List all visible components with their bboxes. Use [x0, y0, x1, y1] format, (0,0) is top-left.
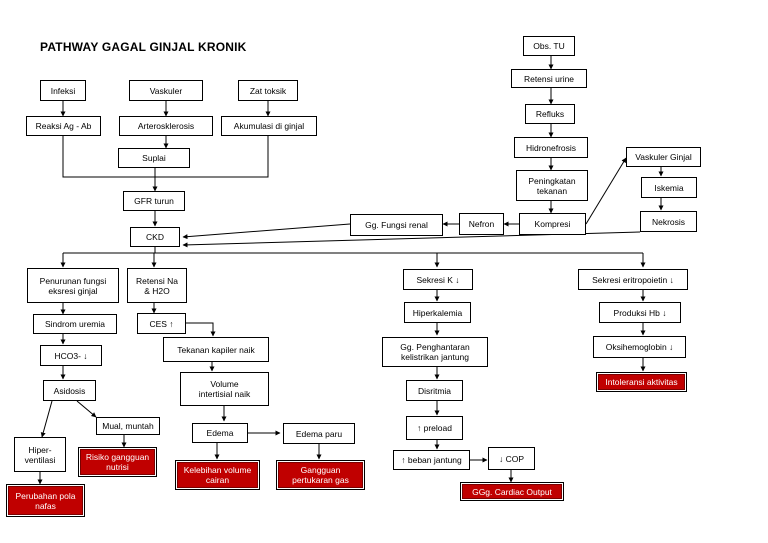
- node-ces: CES ↑: [137, 313, 186, 334]
- node-gg-penghantaran: Gg. Penghantaran kelistrikan jantung: [382, 337, 488, 367]
- node-vaskuler: Vaskuler: [129, 80, 203, 101]
- node-tekanan-kapiler: Tekanan kapiler naik: [163, 337, 269, 362]
- node-retensi-na: Retensi Na & H2O: [127, 268, 187, 303]
- node-asidosis: Asidosis: [43, 380, 96, 401]
- node-kompresi: Kompresi: [519, 213, 586, 235]
- node-perubahan-pola-nafas: Perubahan pola nafas: [8, 486, 83, 515]
- node-hco3: HCO3- ↓: [40, 345, 102, 366]
- node-gg-fungsi-renal: Gg. Fungsi renal: [350, 214, 443, 236]
- node-iskemia: Iskemia: [641, 177, 697, 198]
- node-suplai: Suplai: [118, 148, 190, 168]
- node-nekrosis: Nekrosis: [640, 211, 697, 232]
- node-volume-intertisial: Volume intertisial naik: [180, 372, 269, 406]
- node-refluks: Refluks: [525, 104, 575, 124]
- node-infeksi: Infeksi: [40, 80, 86, 101]
- node-beban-jantung: ↑ beban jantung: [393, 450, 470, 470]
- node-reaksi-ag-ab: Reaksi Ag - Ab: [26, 116, 101, 136]
- node-edema: Edema: [192, 423, 248, 443]
- node-sindrom-uremia: Sindrom uremia: [33, 314, 117, 334]
- node-arterosklerosis: Arterosklerosis: [119, 116, 213, 136]
- node-hidronefrosis: Hidronefrosis: [514, 137, 588, 158]
- node-risiko-nutrisi: Risiko gangguan nutrisi: [80, 449, 155, 475]
- node-intoleransi: Intoleransi aktivitas: [598, 374, 685, 390]
- node-mual-muntah: Mual, muntah: [96, 417, 160, 435]
- node-obs-tu: Obs. TU: [523, 36, 575, 56]
- node-akumulasi: Akumulasi di ginjal: [221, 116, 317, 136]
- node-hiperventilasi: Hiper- ventilasi: [14, 437, 66, 472]
- node-kelebihan-volume: Kelebihan volume cairan: [177, 462, 258, 488]
- diagram-title: PATHWAY GAGAL GINJAL KRONIK: [40, 40, 247, 54]
- node-sekresi-eritropoietin: Sekresi eritropoietin ↓: [578, 269, 688, 290]
- node-zat-toksik: Zat toksik: [238, 80, 298, 101]
- node-cardiac-output: GGg. Cardiac Output: [462, 484, 562, 499]
- node-retensi-urine: Retensi urine: [511, 69, 587, 88]
- node-edema-paru: Edema paru: [283, 423, 355, 444]
- node-gangguan-gas: Gangguan pertukaran gas: [278, 462, 363, 488]
- node-preload: ↑ preload: [406, 416, 463, 440]
- node-disritmia: Disritmia: [406, 380, 463, 401]
- node-hiperkalemia: Hiperkalemia: [404, 302, 471, 323]
- node-gfr-turun: GFR turun: [123, 191, 185, 211]
- node-produksi-hb: Produksi Hb ↓: [599, 302, 681, 323]
- node-nefron: Nefron: [459, 213, 504, 235]
- node-cop: ↓ COP: [488, 447, 535, 470]
- node-peningkatan-tekanan: Peningkatan tekanan: [516, 170, 588, 201]
- node-oksihemoglobin: Oksihemoglobin ↓: [593, 336, 686, 358]
- node-ckd: CKD: [130, 227, 180, 247]
- node-sekresi-k: Sekresi K ↓: [403, 269, 473, 290]
- node-vaskuler-ginjal: Vaskuler Ginjal: [626, 147, 701, 167]
- node-penurunan-fungsi: Penurunan fungsi eksresi ginjal: [27, 268, 119, 303]
